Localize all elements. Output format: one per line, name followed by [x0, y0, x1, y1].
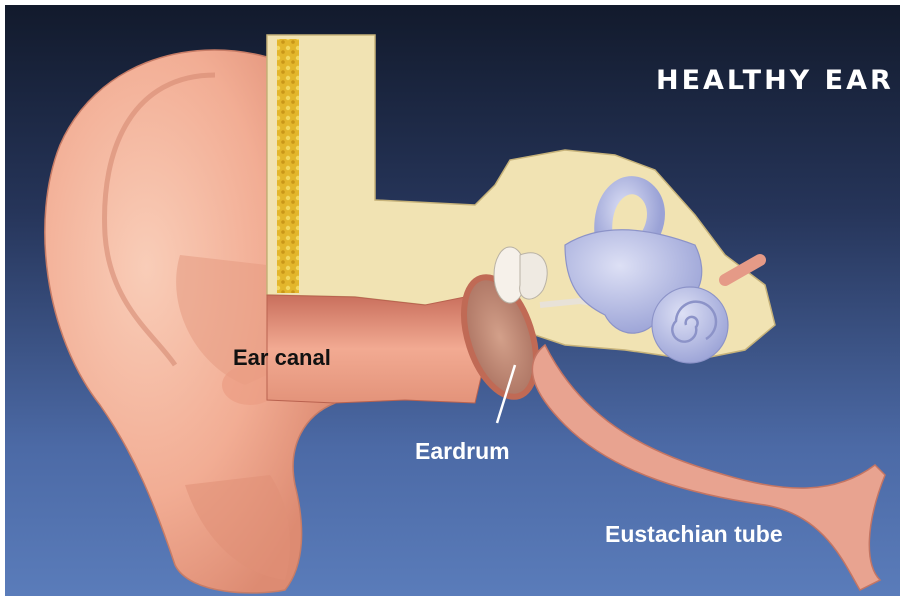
label-eustachian-tube: Eustachian tube	[605, 521, 783, 548]
bone-marrow	[277, 39, 299, 293]
label-ear-canal: Ear canal	[233, 345, 331, 371]
diagram-title: HEALTHY EAR	[656, 65, 894, 96]
diagram-frame: HEALTHY EAR Ear canal Eardrum Eustachian…	[5, 5, 900, 596]
label-eardrum: Eardrum	[415, 438, 510, 465]
